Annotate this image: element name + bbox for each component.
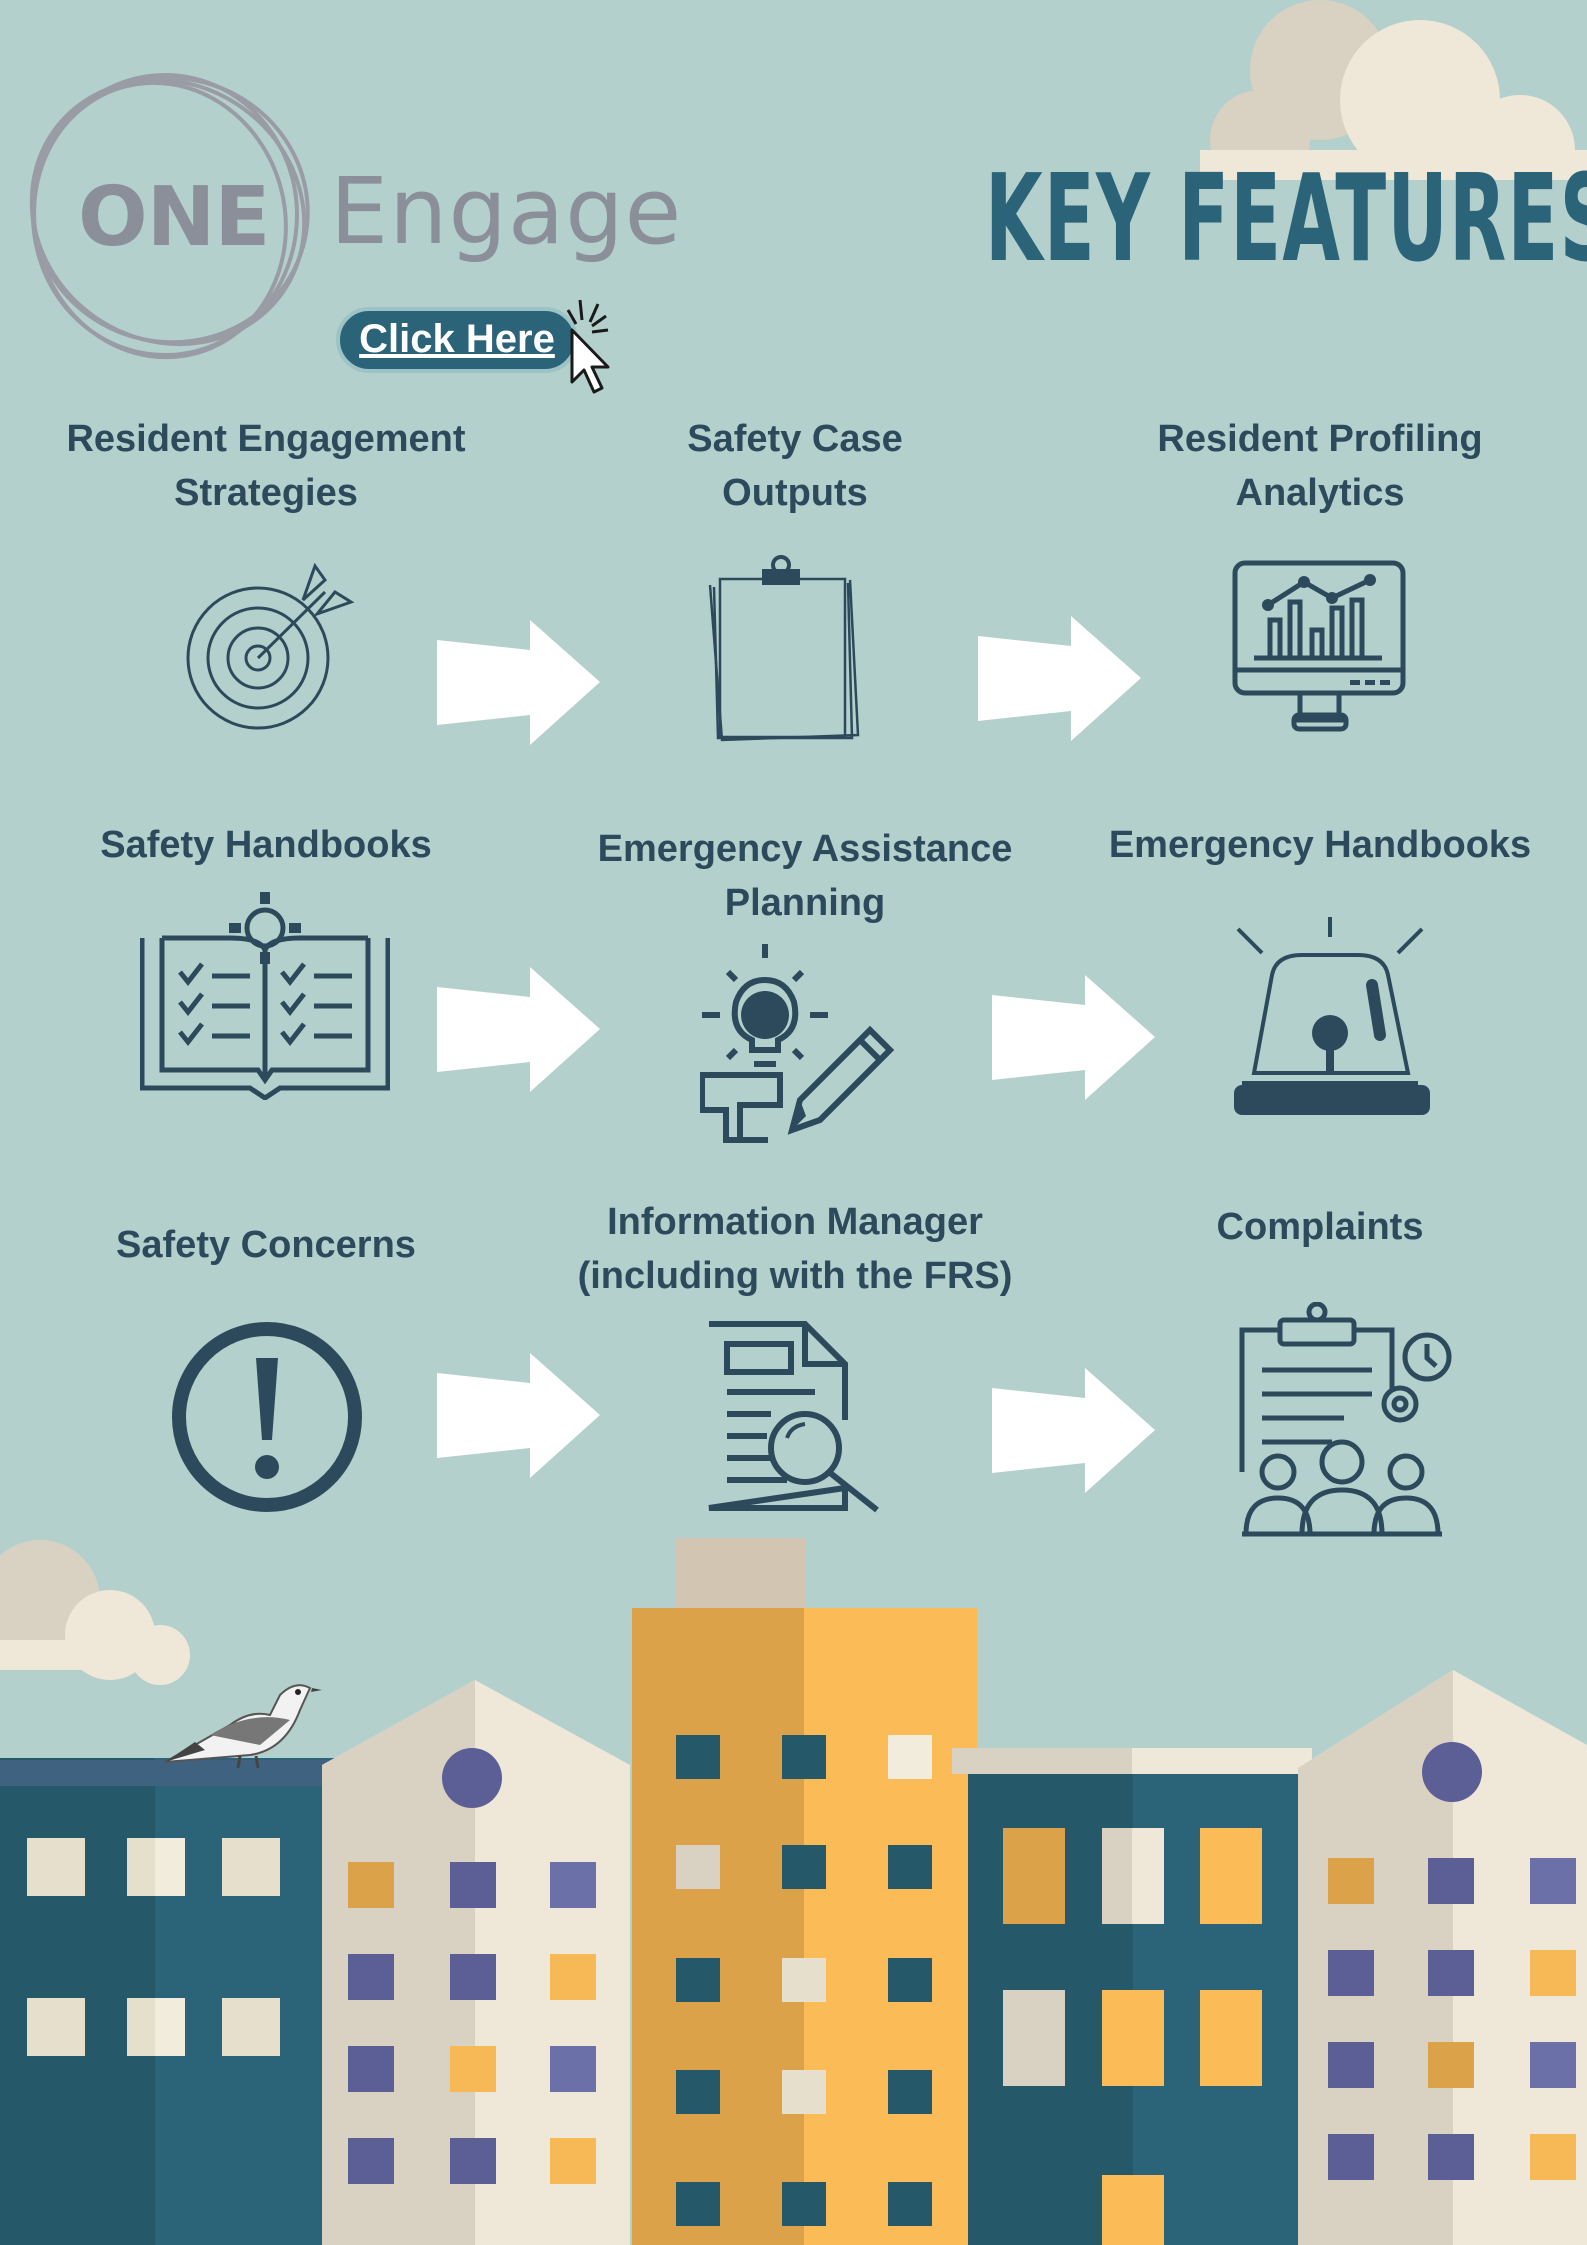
arrow-right-icon [978,616,1141,741]
document-search-icon [708,1321,879,1513]
feature-label-information-manager: Information Manager (including with the … [577,1201,1013,1297]
page-title: KEY FEATURES [985,150,1587,289]
arrow-right-icon [992,1368,1155,1493]
feature-label-emergency-assistance: Emergency Assistance Planning [597,828,1013,924]
clipped-papers-icon [708,555,860,742]
bird-icon [164,1684,322,1769]
click-here-button[interactable]: Click Here [336,307,578,373]
alarm-beacon-icon [1234,917,1430,1115]
cursor-click-icon [566,299,610,394]
feature-label-safety-concerns: Safety Concerns [116,1224,416,1266]
arrow-right-icon [992,975,1155,1100]
target-icon [186,562,355,730]
feature-label-emergency-handbooks: Emergency Handbooks [1108,824,1532,866]
arrow-right-icon [437,1353,600,1478]
feature-label-resident-engagement: Resident Engagement Strategies [66,418,466,514]
feature-label-safety-handbooks: Safety Handbooks [100,824,432,866]
cloud-top-right [1200,0,1587,180]
cloud-left [0,1540,190,1685]
feature-label-safety-case: Safety Case Outputs [687,418,903,514]
arrow-right-icon [437,967,600,1092]
lightbulb-plan-icon [700,944,895,1143]
logo-rings-icon [29,73,310,360]
handbook-gear-icon [140,892,390,1100]
logo-engage-text: Engage [330,158,683,265]
logo-one-text: ONE [78,170,270,265]
feature-label-complaints: Complaints [1216,1206,1424,1248]
exclamation-circle-icon [172,1322,362,1512]
arrow-right-icon [437,620,600,745]
city-skyline-illustration [0,1538,1587,2245]
clipboard-people-icon [1239,1302,1452,1537]
monitor-chart-icon [1232,560,1406,732]
feature-label-resident-profiling: Resident Profiling Analytics [1157,418,1483,514]
